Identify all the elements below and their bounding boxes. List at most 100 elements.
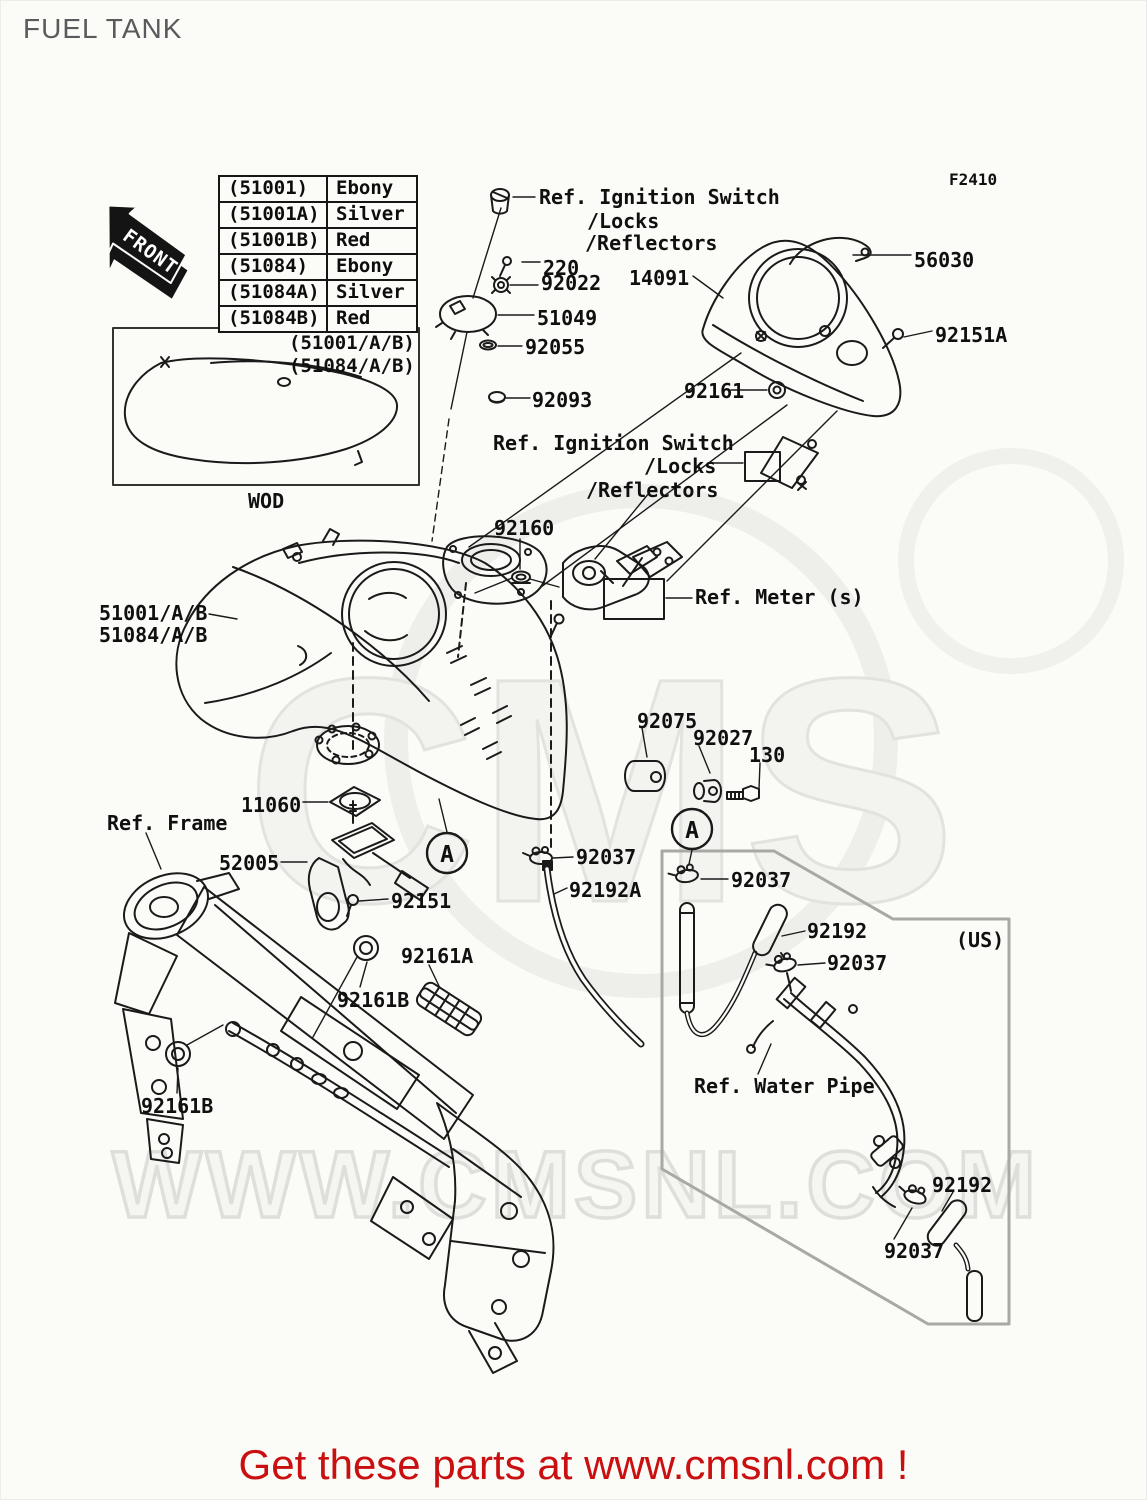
part-label-92093: 92093 — [532, 388, 593, 412]
cap-51049-icon — [435, 295, 497, 340]
fuel-pump-drawing — [307, 800, 429, 931]
pad-92161a-icon — [415, 981, 483, 1037]
grommet-92093-icon — [488, 391, 506, 404]
color-cell: Silver — [326, 201, 418, 229]
us-region-outline — [660, 849, 1011, 1326]
bolt-130-icon — [726, 785, 760, 802]
part-label-92027: 92027 — [693, 726, 754, 750]
part-label-56030: 56030 — [914, 248, 975, 272]
meter-callout-box — [603, 578, 665, 620]
cms-watermark: CMS WWW.CMSNL.COM — [110, 448, 1124, 1240]
wod-thumbnail — [112, 327, 420, 486]
color-cell: Silver — [326, 279, 418, 307]
part-label-92192: 92192 — [932, 1173, 993, 1197]
part-label-92037: 92037 — [884, 1239, 945, 1263]
part-label-11060: 11060 — [241, 793, 302, 817]
tank-cap-icon — [490, 188, 510, 215]
table-row: (51001)Ebony — [218, 175, 418, 203]
ref-ignition-top-line1: Ref. Ignition Switch — [539, 185, 780, 209]
model-code-cell: (51001A) — [218, 201, 328, 229]
wod-code-2: (51084/A/B) — [289, 355, 415, 377]
fuel-tank-drawing — [175, 528, 568, 854]
gasket-11060-icon — [329, 786, 381, 817]
footer-cta-link[interactable]: Get these parts at www.cmsnl.com ! — [238, 1441, 909, 1488]
table-row: (51084B)Red — [218, 305, 418, 333]
part-label-220: 220 — [543, 256, 580, 280]
part-label-92037: 92037 — [827, 951, 888, 975]
grommet-92160-icon — [511, 570, 531, 584]
part-label-92161b: 92161B — [337, 988, 410, 1012]
part-label-92037: 92037 — [576, 845, 637, 869]
color-cell: Ebony — [326, 253, 418, 281]
model-code-cell: (51084B) — [218, 305, 328, 333]
figure-code: F2410 — [949, 170, 998, 189]
us-marking-label: (US) — [956, 928, 1005, 952]
watermark-url-text: WWW.CMSNL.COM — [112, 1132, 1040, 1238]
table-row: (51084)Ebony — [218, 253, 418, 281]
damper-92161-icon — [768, 381, 786, 399]
front-arrow: FRONT — [107, 204, 188, 299]
screw-92151a-icon — [882, 328, 904, 349]
clamp-92037-icon — [522, 846, 553, 865]
lock-bracket-drawing — [744, 436, 819, 491]
bolt-92151-icon — [346, 894, 359, 917]
washer-92022-icon — [491, 276, 511, 294]
damper-92161b-icon-1 — [312, 935, 379, 1038]
part-label-130: 130 — [749, 743, 786, 767]
part-label-92161: 92161 — [684, 379, 745, 403]
part-label-92151: 92151 — [391, 889, 452, 913]
part-label-92192: 92192 — [807, 919, 868, 943]
water-pipe-drawing — [746, 976, 906, 1208]
damper-92075-icon — [624, 760, 666, 792]
damper-92161b-icon-2 — [165, 1024, 224, 1067]
model-code-cell: (51084A) — [218, 279, 328, 307]
color-cell: Red — [326, 227, 418, 255]
table-row: (51001B)Red — [218, 227, 418, 255]
svg-text:A: A — [685, 818, 699, 844]
detail-marker-a-left: A — [425, 831, 469, 875]
ref-ignition-top-line2: /Locks — [587, 209, 660, 233]
part-label-52005: 52005 — [219, 851, 280, 875]
part-label-92151a: 92151A — [935, 323, 1008, 347]
part-label-92161b: 92161B — [141, 1094, 214, 1118]
wod-code-1: (51001/A/B) — [289, 332, 415, 354]
ref-ignition-top-line3: /Reflectors — [585, 231, 718, 255]
color-cell: Ebony — [326, 175, 418, 203]
ref-ignition-mid-line1: Ref. Ignition Switch — [493, 431, 734, 455]
part-label-92022: 92022 — [541, 271, 602, 295]
part-label-92075: 92075 — [637, 709, 698, 733]
part-label-92161a: 92161A — [401, 944, 474, 968]
us-hose-assembly — [679, 902, 792, 1037]
model-code-cell: (51084) — [218, 253, 328, 281]
frame-drawing — [114, 872, 555, 1374]
page-title: FUEL TANK — [23, 13, 183, 44]
clamp-92037-icon — [765, 952, 797, 973]
table-row: (51001A)Silver — [218, 201, 418, 229]
clamp-92037-icon — [667, 863, 699, 884]
damper-92027-icon — [693, 779, 722, 803]
part-label-51049: 51049 — [537, 306, 598, 330]
meter-cover-drawing — [701, 236, 904, 418]
ref-frame-label: Ref. Frame — [107, 811, 228, 835]
ignition-switch-drawing — [549, 541, 683, 639]
color-code-table: (51001)Ebony (51001A)Silver (51001B)Red … — [218, 175, 418, 333]
part-label-14091: 14091 — [629, 266, 690, 290]
hose-92192b-icon — [926, 1199, 983, 1322]
hose-92192a-icon — [542, 860, 645, 1048]
part-label-92037: 92037 — [731, 868, 792, 892]
ref-water-pipe-label: Ref. Water Pipe — [694, 1074, 875, 1098]
tank-part-code-2: 51084/A/B — [99, 623, 208, 647]
tank-part-code-1: 51001/A/B — [99, 601, 208, 625]
part-label-92055: 92055 — [525, 335, 586, 359]
model-code-cell: (51001) — [218, 175, 328, 203]
clamp-92037-icon — [898, 1184, 927, 1205]
part-label-92160: 92160 — [494, 516, 555, 540]
wod-caption: WOD — [248, 489, 285, 513]
color-cell: Red — [326, 305, 418, 333]
oring-92055-icon — [479, 339, 497, 351]
table-row: (51084A)Silver — [218, 279, 418, 307]
ref-ignition-mid-line3: /Reflectors — [586, 478, 719, 502]
leader-lines — [145, 196, 954, 1240]
